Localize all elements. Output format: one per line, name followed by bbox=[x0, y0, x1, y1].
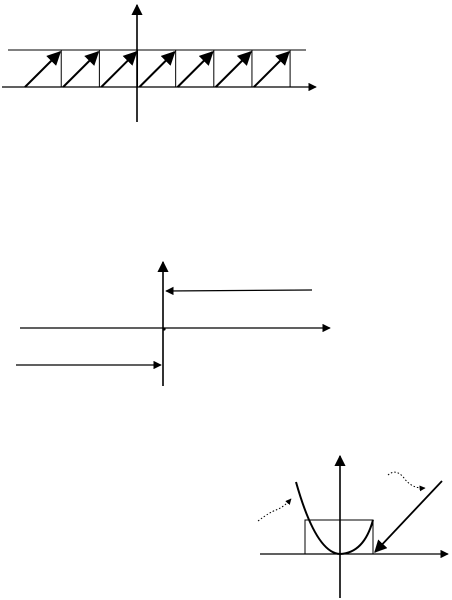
figure-1-sawtooth bbox=[2, 3, 317, 122]
fig1-tooth-arrow bbox=[24, 51, 62, 88]
fig1-tooth-arrow bbox=[215, 51, 252, 88]
fig2-origin-dot bbox=[162, 327, 166, 331]
fig1-tooth-arrow bbox=[253, 51, 290, 88]
fig3-rectangle bbox=[304, 519, 374, 555]
dotted-curved-arrow-icon bbox=[387, 471, 426, 492]
fig1-teeth bbox=[24, 50, 291, 88]
fig1-tooth-arrow bbox=[138, 51, 176, 88]
fig1-tooth-arrow bbox=[176, 51, 214, 88]
fig3-diagonal-arrow bbox=[374, 480, 443, 553]
fig1-tooth-arrow bbox=[62, 51, 100, 88]
fig3-parabola bbox=[295, 481, 374, 556]
figure-2-step bbox=[16, 260, 331, 386]
fig2-upper-arrow-left bbox=[165, 286, 313, 296]
dotted-curved-arrow-icon bbox=[257, 498, 292, 522]
fig1-tooth-arrow bbox=[100, 51, 138, 88]
figure-3-parabola-line bbox=[257, 454, 449, 598]
